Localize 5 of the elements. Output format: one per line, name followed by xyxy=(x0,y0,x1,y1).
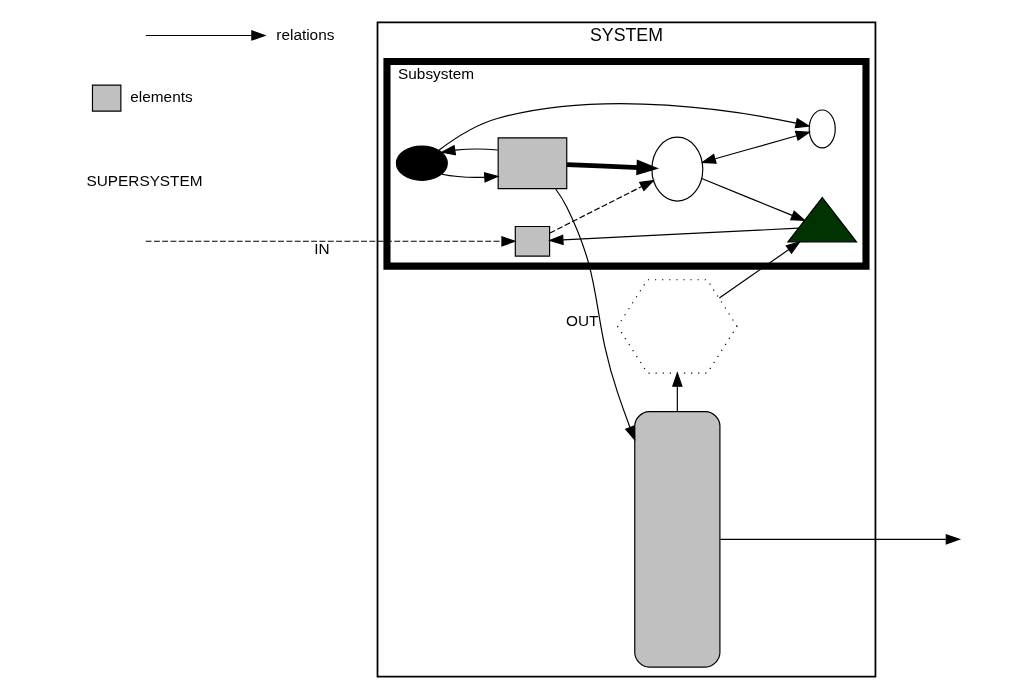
legend-label: elements xyxy=(130,88,193,106)
edge-label: OUT xyxy=(566,312,599,330)
edge-label: IN xyxy=(314,239,330,257)
legend-label: relations xyxy=(276,25,335,43)
label: SUPERSYSTEM xyxy=(86,172,203,190)
